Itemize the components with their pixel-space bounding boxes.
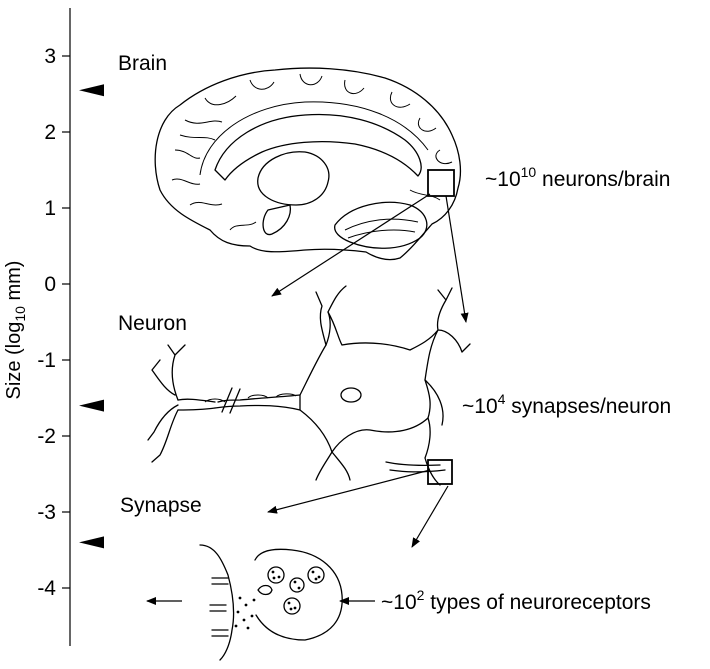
axis-ticks: 3 2 1 0 -1 -2 -3 -4 — [37, 45, 70, 600]
level-markers — [79, 84, 104, 548]
axis-tick-label: 3 — [44, 45, 56, 68]
neurotransmitter-dot — [245, 604, 248, 607]
right-dendrites — [425, 288, 470, 485]
presynaptic-terminal — [200, 545, 234, 660]
cingulate-gyrus — [200, 102, 428, 175]
neurotransmitter-dot — [272, 571, 275, 574]
neurons-prefix: ~10 — [485, 168, 521, 191]
synapse-illustration — [147, 545, 375, 660]
neurotransmitter-dots — [235, 571, 321, 630]
synapses-prefix: ~10 — [462, 395, 498, 418]
axis-tick-label: 0 — [44, 273, 56, 296]
synapses-exponent: 4 — [498, 391, 506, 407]
brain-arrow-right — [446, 196, 466, 322]
neurotransmitter-dot — [288, 602, 291, 605]
axis-title-prefix: Size (log — [3, 322, 25, 400]
receptors-prefix: ~10 — [381, 591, 417, 614]
neurons-per-brain-label: ~1010 neurons/brain — [485, 164, 670, 191]
neurotransmitter-dot — [318, 576, 321, 579]
neurotransmitter-dot — [247, 627, 250, 630]
synapse-level-marker — [79, 536, 104, 548]
synapse-contact-fibers — [386, 462, 445, 472]
neuron-zoom-box — [428, 460, 452, 484]
synapses-suffix: synapses/neuron — [505, 395, 671, 418]
neurotransmitter-dot — [290, 608, 293, 611]
neuron-level-marker — [79, 400, 104, 412]
neurotransmitter-dot — [294, 581, 297, 584]
neurotransmitter-dot — [298, 587, 301, 590]
axon-left — [178, 399, 215, 410]
neurotransmitter-dot — [253, 599, 256, 602]
vesicles — [268, 567, 324, 614]
size-axis: 3210-1-2-3-4 Size (log10 mm) — [3, 8, 104, 646]
axis-tick-label: 1 — [44, 197, 56, 220]
myelin-segments — [205, 394, 296, 402]
neurotransmitter-dot — [239, 597, 242, 600]
neurotransmitter-dot — [273, 577, 276, 580]
soma — [300, 312, 438, 452]
neurotransmitter-dot — [243, 619, 246, 622]
lower-dendrites — [316, 452, 350, 480]
brain-illustration — [155, 68, 460, 260]
synapses-per-neuron-label: ~104 synapses/neuron — [462, 391, 671, 418]
axis-tick-label: -3 — [37, 501, 56, 524]
neuron-illustration — [148, 286, 470, 485]
neurotransmitter-dot — [237, 611, 240, 614]
neurons-exponent: 10 — [521, 164, 537, 180]
axis-title-subscript: 10 — [12, 306, 28, 322]
axis-tick-label: 2 — [44, 121, 56, 144]
corpus-callosum — [215, 114, 421, 180]
neurotransmitter-dot — [312, 571, 315, 574]
neurotransmitter-dot — [315, 578, 318, 581]
axis-title-suffix: mm) — [3, 261, 25, 307]
neurotransmitter-dot — [235, 625, 238, 628]
thalamus — [258, 152, 329, 205]
axis-tick-label: -1 — [37, 349, 56, 372]
receptors-suffix: types of neuroreceptors — [424, 591, 650, 614]
neuroreceptor-types-label: ~102 types of neuroreceptors — [381, 587, 651, 614]
receptors-exponent: 2 — [417, 587, 425, 603]
axis-tick-label: -4 — [37, 577, 56, 600]
brain-outline — [155, 68, 460, 260]
neuron-label: Neuron — [118, 312, 187, 335]
brainstem — [263, 205, 290, 235]
nucleus — [341, 388, 361, 402]
neuron-arrow-right — [412, 486, 448, 547]
axis-title: Size (log10 mm) — [3, 261, 28, 400]
top-dendrite — [316, 286, 346, 345]
axis-tick-label: -2 — [37, 425, 56, 448]
receptors-left — [210, 578, 228, 636]
brain-zoom-box — [428, 170, 454, 196]
neurotransmitter-dot — [294, 607, 297, 610]
cerebellum-folia — [345, 219, 418, 238]
neurotransmitter-dot — [278, 576, 281, 579]
brain-level-marker — [79, 84, 104, 96]
left-dendrites — [148, 345, 185, 462]
brain-label: Brain — [118, 52, 167, 75]
neurons-suffix: neurons/brain — [536, 168, 670, 191]
neurotransmitter-dot — [251, 615, 254, 618]
receptors-right — [258, 586, 272, 595]
synapse-label: Synapse — [120, 494, 202, 517]
